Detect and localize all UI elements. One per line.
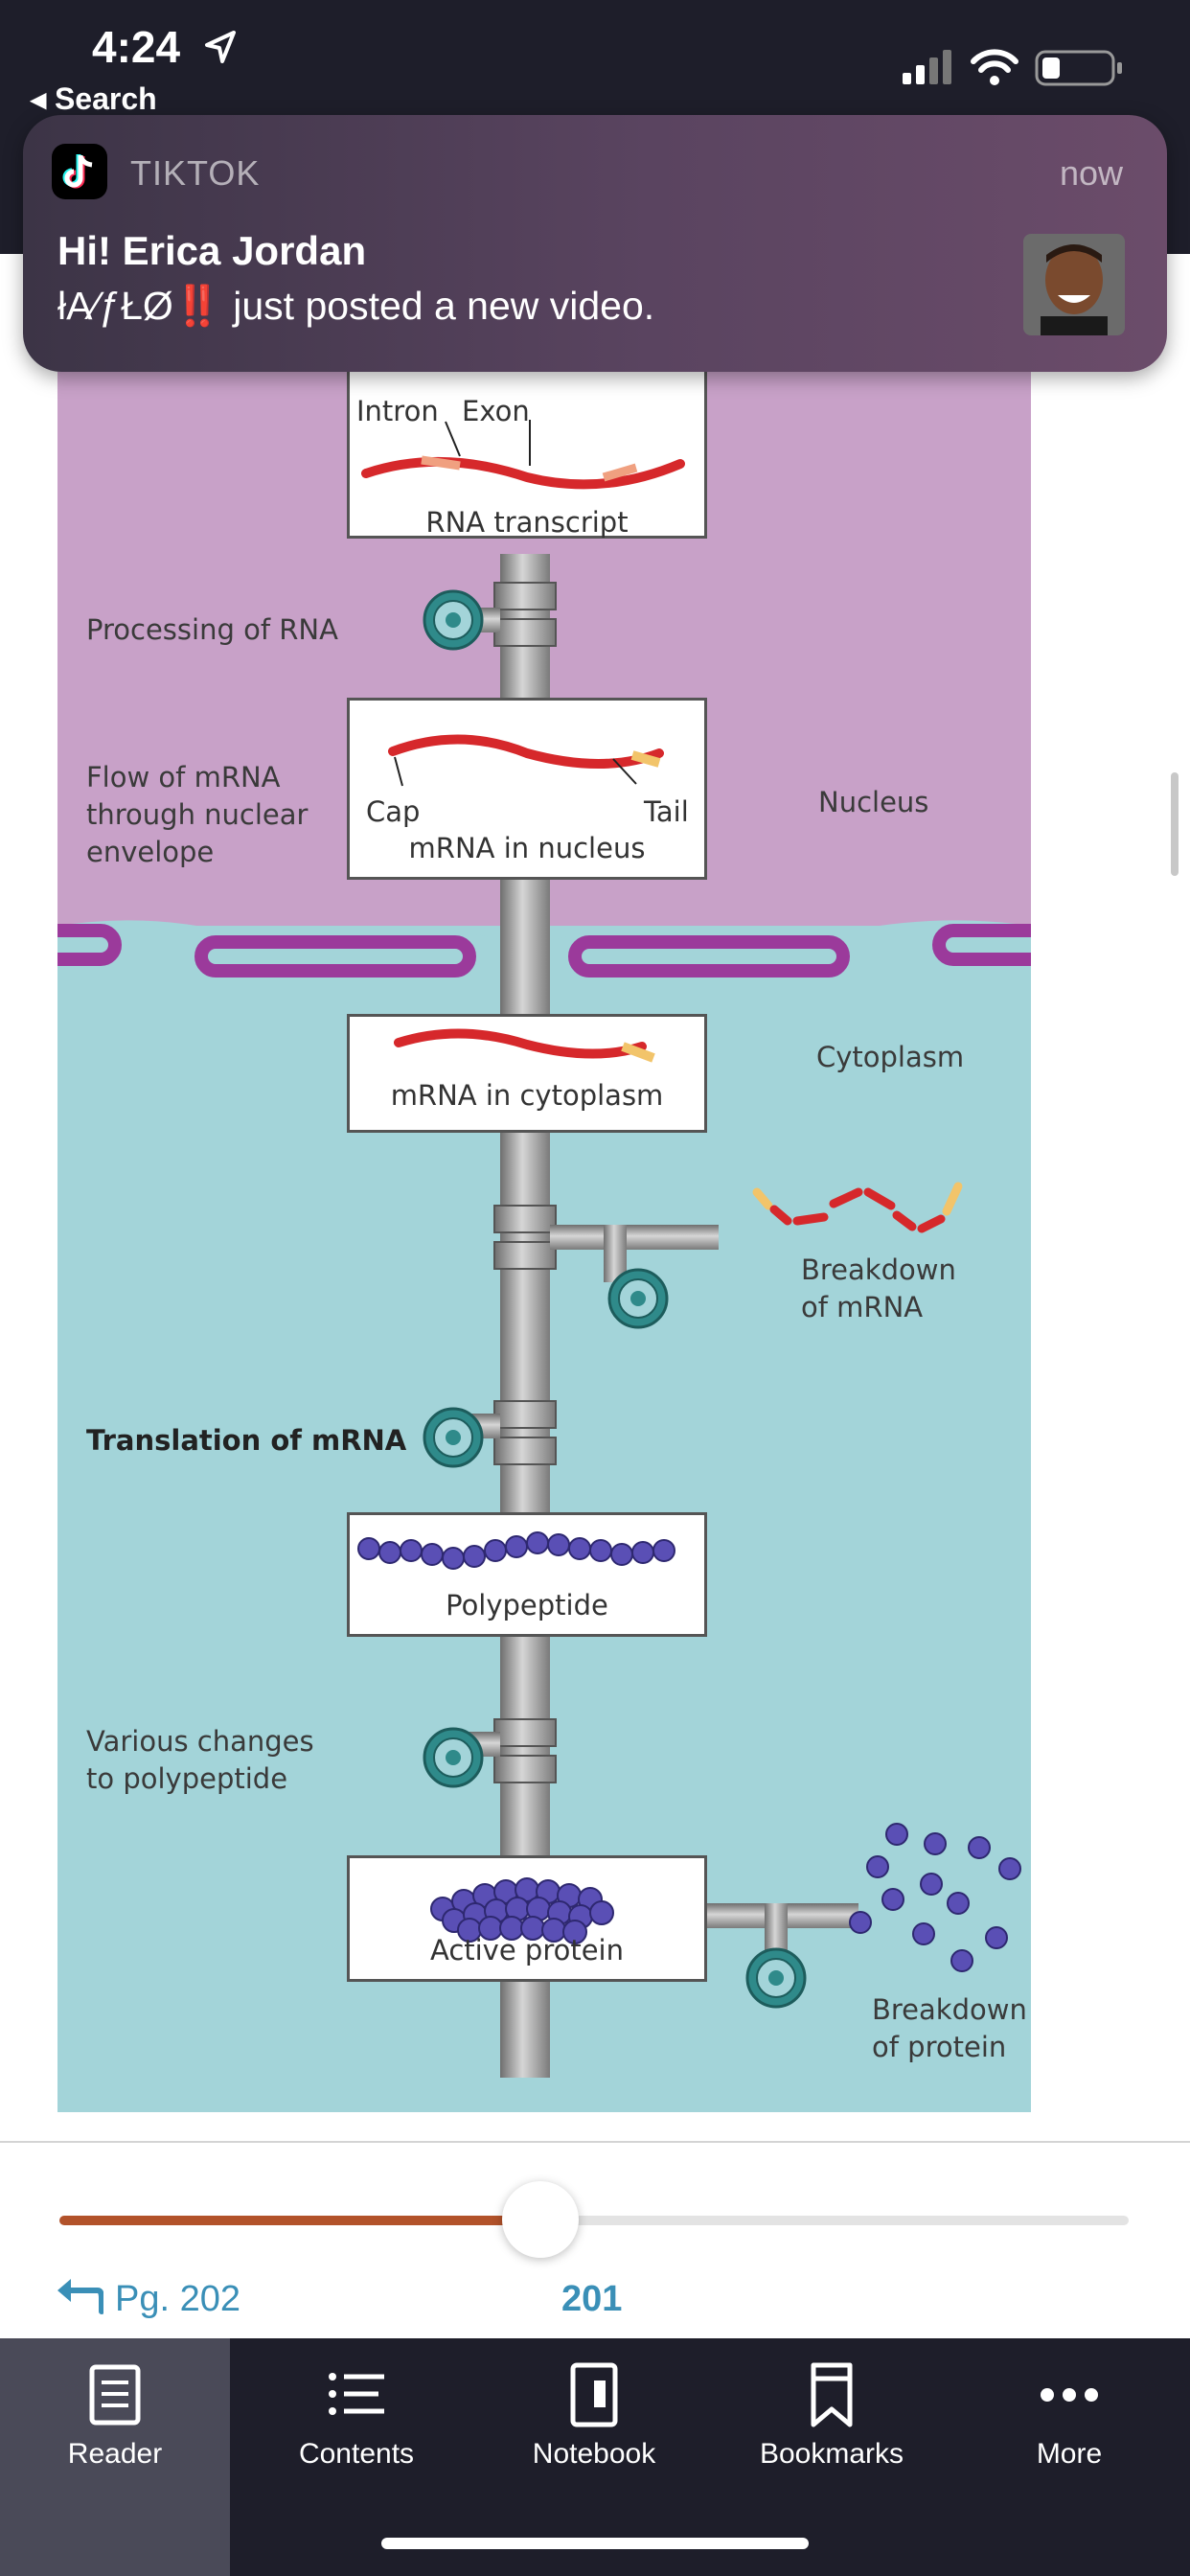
home-indicator[interactable] <box>381 2538 809 2549</box>
avatar <box>1023 234 1125 335</box>
page-slider-thumb[interactable] <box>502 2181 580 2258</box>
tab-bookmarks-label: Bookmarks <box>759 2438 904 2470</box>
battery-icon <box>1035 50 1122 86</box>
protein-breakdown-valve-icon <box>745 1947 807 2009</box>
notification-body: łA⁄ƒŁØ‼️ just posted a new video. <box>57 284 654 330</box>
page-slider-progress <box>59 2216 541 2225</box>
reader-icon <box>89 2364 141 2426</box>
tail-label: Tail <box>644 795 689 828</box>
tab-reader-label: Reader <box>67 2438 163 2470</box>
bookmark-icon <box>811 2362 853 2427</box>
location-arrow-icon <box>205 31 236 63</box>
page-margin <box>1031 372 1190 2112</box>
list-icon <box>329 2373 384 2415</box>
mrna-cytoplasm-box <box>347 1014 707 1133</box>
translation-label: Translation of mRNA <box>86 1424 407 1457</box>
system-icons <box>903 44 1133 97</box>
current-page-number: 201 <box>561 2279 623 2319</box>
cytoplasm-label: Cytoplasm <box>816 1041 965 1073</box>
tab-more-label: More <box>1036 2438 1103 2470</box>
clock: 4:24 <box>92 22 181 72</box>
tiktok-icon <box>52 144 107 199</box>
notification-sender: łA⁄ƒŁØ <box>57 284 173 328</box>
protein-fragments <box>849 1823 1021 1972</box>
notification-time: now <box>1059 153 1123 193</box>
tab-bookmarks[interactable]: Bookmarks <box>717 2338 947 2576</box>
cap-label: Cap <box>366 795 421 828</box>
tab-contents-label: Contents <box>298 2438 415 2470</box>
tab-bar: Reader Contents Notebook Bookmarks <box>0 2338 1190 2576</box>
processing-label: Processing of RNA <box>86 613 338 646</box>
tab-reader[interactable]: Reader <box>0 2338 230 2576</box>
various-changes-label: Various changes to polypeptide <box>86 1725 314 1796</box>
tab-notebook-label: Notebook <box>532 2438 656 2470</box>
breakdown-mrna-label: Breakdown of mRNA <box>801 1254 956 1324</box>
notification-app-name: TIKTOK <box>130 153 261 193</box>
tab-more[interactable]: More <box>954 2338 1184 2576</box>
divider <box>0 2141 1190 2143</box>
intron-label: Intron <box>356 395 439 427</box>
double-exclamation-icon: ‼️ <box>172 284 222 328</box>
translation-valve-icon <box>423 1407 484 1468</box>
mrna-nucleus-label: mRNA in nucleus <box>408 832 646 864</box>
tab-notebook[interactable]: Notebook <box>479 2338 709 2576</box>
processing-valve-icon <box>423 589 484 651</box>
tab-contents[interactable]: Contents <box>241 2338 471 2576</box>
rna-transcript-box <box>347 372 707 539</box>
modification-valve-icon <box>423 1727 484 1788</box>
rna-transcript-label: RNA transcript <box>425 506 629 539</box>
page-slider[interactable] <box>59 2216 1129 2225</box>
mrna-breakdown-valve-icon <box>607 1268 669 1329</box>
breakdown-protein-label: Breakdown of protein <box>872 1993 1027 2064</box>
return-arrow-icon <box>57 2279 104 2314</box>
mrna-nucleus-box <box>347 698 707 880</box>
polypeptide-label: Polypeptide <box>446 1589 608 1622</box>
flow-label: Flow of mRNA through nuclear envelope <box>86 761 309 869</box>
gene-expression-diagram: Intron Exon RNA transcript Cap Tail mRNA… <box>57 372 1031 2112</box>
previous-page-link[interactable]: Pg. 202 <box>56 2277 240 2325</box>
wifi-icon <box>971 49 1018 85</box>
active-protein-label: Active protein <box>429 1934 624 1966</box>
nucleus-label: Nucleus <box>818 786 929 818</box>
nuclear-envelope <box>57 924 1031 978</box>
mrna-cytoplasm-label: mRNA in cytoplasm <box>390 1079 664 1112</box>
back-to-search-link[interactable]: ◂ Search <box>31 81 157 116</box>
previous-page-label: Pg. 202 <box>115 2279 240 2319</box>
push-notification[interactable]: TIKTOK now Hi! Erica Jordan łA⁄ƒŁØ‼️ jus… <box>23 115 1167 372</box>
scroll-indicator[interactable] <box>1171 772 1179 876</box>
notification-message: just posted a new video. <box>221 284 655 328</box>
cellular-signal-icon <box>903 50 951 84</box>
exon-label: Exon <box>462 395 530 427</box>
notebook-icon <box>570 2362 618 2427</box>
more-icon <box>1041 2388 1098 2402</box>
notification-title: Hi! Erica Jordan <box>57 228 367 273</box>
